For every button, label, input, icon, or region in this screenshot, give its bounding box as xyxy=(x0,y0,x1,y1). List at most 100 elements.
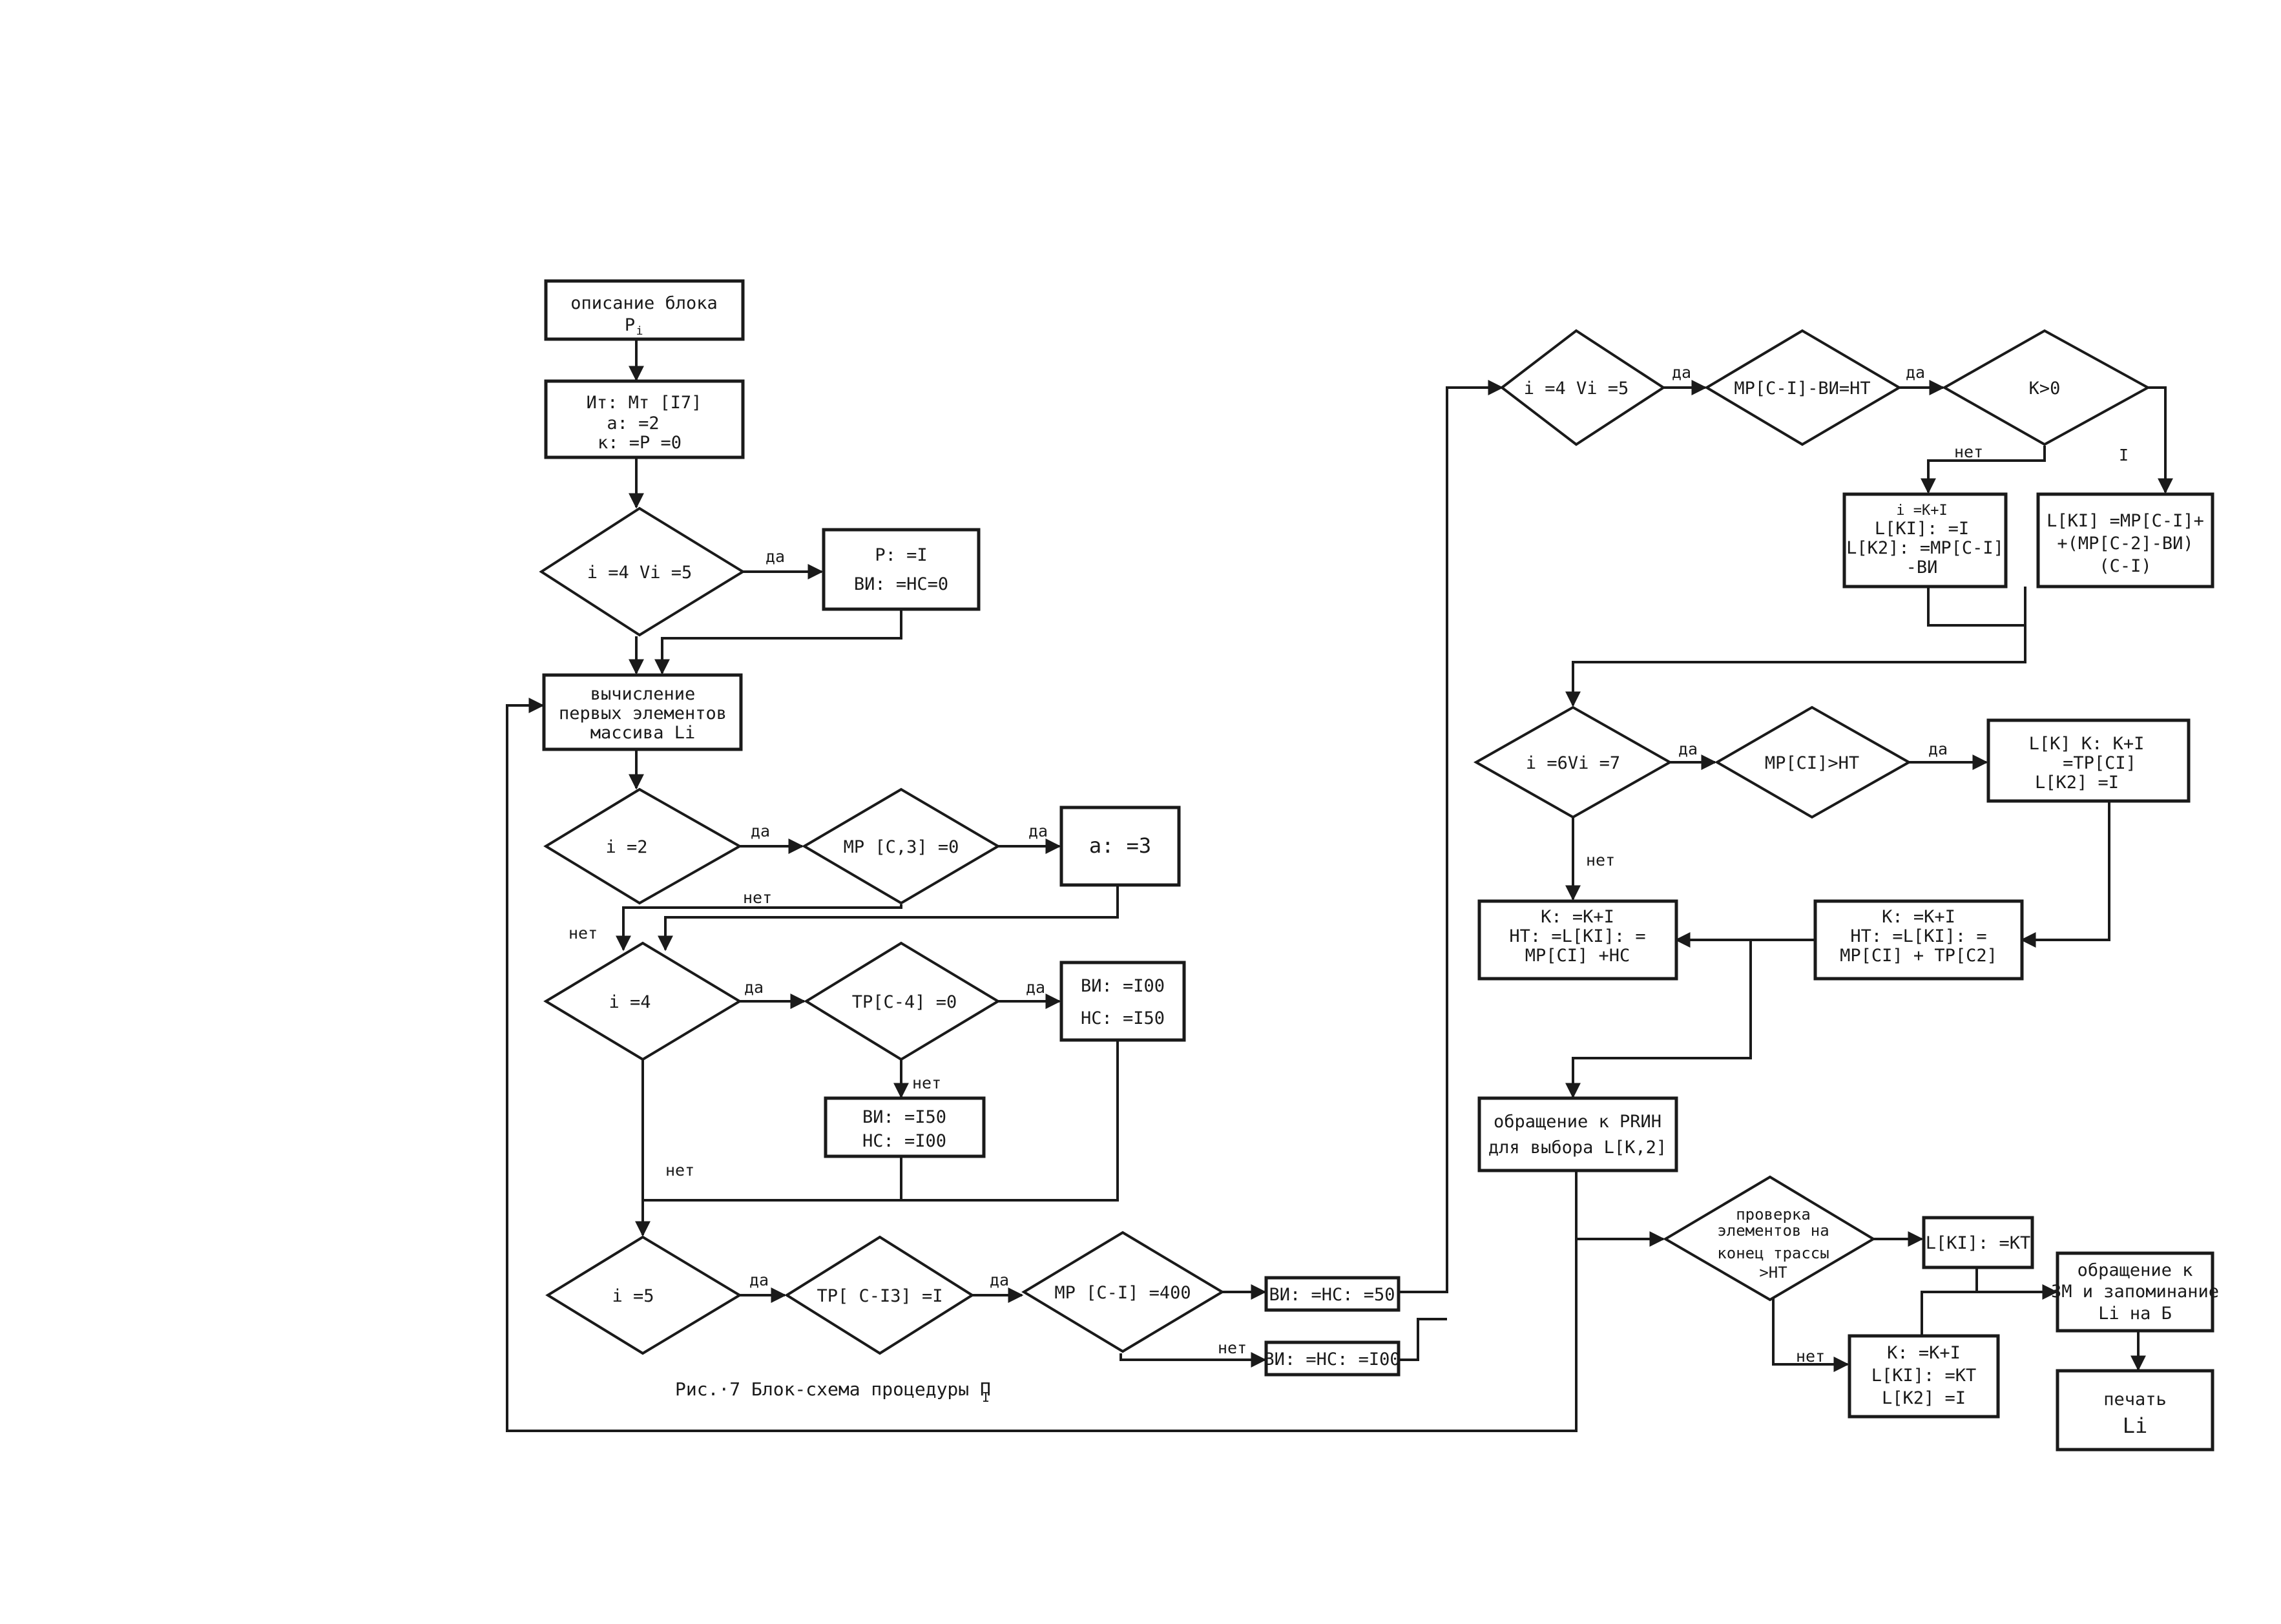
label-no-7: нет xyxy=(1586,851,1615,869)
svg-text:МР [С-I] =400: МР [С-I] =400 xyxy=(1054,1283,1191,1303)
svg-text:К>0: К>0 xyxy=(2029,379,2061,399)
k-nt-mid-box: К: =К+I НТ: =L[КI]: = МР[СI] + ТР[С2] xyxy=(1813,899,2024,981)
svg-text:ВИ: =НС: =I00: ВИ: =НС: =I00 xyxy=(1264,1349,1400,1369)
decision-mp-400: МР [С-I] =400 xyxy=(1021,1231,1225,1353)
svg-text:>НТ: >НТ xyxy=(1759,1264,1787,1282)
svg-text:описание блока: описание блока xyxy=(570,293,718,313)
svg-text:ВИ: =I50: ВИ: =I50 xyxy=(862,1107,946,1127)
label-no-2: нет xyxy=(568,924,598,942)
svg-text:L[КI] =МР[С-I]+: L[КI] =МР[С-I]+ xyxy=(2047,511,2204,531)
decision-tp-c13: ТР[ С-I3] =I xyxy=(784,1235,975,1355)
decision-mp-vi-nt: МР[С-I]-ВИ=НТ xyxy=(1704,329,1902,446)
svg-text:обращение к: обращение к xyxy=(2078,1260,2193,1280)
svg-text:I: I xyxy=(982,1390,990,1405)
svg-text:МР[СI] + ТР[С2]: МР[СI] + ТР[С2] xyxy=(1840,946,1997,966)
label-yes-10: да xyxy=(1678,740,1698,758)
label-no-1: нет xyxy=(743,888,772,907)
svg-text:к: =P =0: к: =P =0 xyxy=(598,433,682,453)
svg-text:ЗМ и запоминание: ЗМ и запоминание xyxy=(2051,1282,2219,1302)
a-set-box: a: =3 xyxy=(1059,806,1181,887)
svg-text:Рис.·7 Блок-схема процедуры П: Рис.·7 Блок-схема процедуры П xyxy=(675,1379,991,1400)
svg-text:i =4 Vi =5: i =4 Vi =5 xyxy=(1524,379,1629,399)
label-yes-8: да xyxy=(1672,363,1691,382)
svg-text:НС: =I00: НС: =I00 xyxy=(862,1131,946,1151)
svg-text:массива Li: массива Li xyxy=(590,723,696,743)
svg-text:для выбора L[К,2]: для выбора L[К,2] xyxy=(1488,1138,1667,1158)
svg-text:ВИ: =НС=0: ВИ: =НС=0 xyxy=(854,574,948,594)
svg-text:МР[С-I]-ВИ=НТ: МР[С-I]-ВИ=НТ xyxy=(1734,379,1870,399)
svg-text:i =5: i =5 xyxy=(612,1286,654,1306)
svg-text:МР[СI]>НТ: МР[СI]>НТ xyxy=(1765,753,1859,773)
svg-text:i =4 Vi =5: i =4 Vi =5 xyxy=(587,563,693,583)
init-box: Ит: Мт [I7] a: =2 к: =P =0 xyxy=(544,379,745,459)
edges xyxy=(506,339,1578,1432)
decision-k-gt-0: К>0 xyxy=(1941,329,2151,446)
svg-text:НТ: =L[КI]: =: НТ: =L[КI]: = xyxy=(1509,926,1645,946)
svg-text:ТР[С-4] =0: ТР[С-4] =0 xyxy=(852,992,957,1012)
svg-text:a: =2: a: =2 xyxy=(607,413,659,433)
svg-text:+(МР[С-2]-ВИ): +(МР[С-2]-ВИ) xyxy=(2057,534,2193,554)
vi-nc-100-box: ВИ: =НС: =I00 xyxy=(1264,1340,1401,1377)
svg-text:L[КI]: =КТ: L[КI]: =КТ xyxy=(1926,1233,2031,1253)
label-one: I xyxy=(2119,446,2129,464)
label-yes-11: да xyxy=(1928,740,1948,758)
svg-text:вычисление: вычисление xyxy=(590,684,696,704)
svg-text:обращение к PRИН: обращение к PRИН xyxy=(1494,1112,1661,1132)
call-and-store-box: обращение к ЗМ и запоминание Li на Б xyxy=(2051,1251,2219,1333)
svg-text:ВИ: =НС: =50: ВИ: =НС: =50 xyxy=(1269,1285,1395,1305)
svg-text:=ТР[СI]: =ТР[СI] xyxy=(2063,753,2136,773)
decision-i4-or-i5-right: i =4 Vi =5 xyxy=(1499,329,1666,446)
decision-check-trace-end: проверка элементов на конец трассы >НТ xyxy=(1663,1175,1876,1302)
svg-text:Li на Б: Li на Б xyxy=(2098,1304,2172,1324)
label-yes-7: да xyxy=(990,1271,1009,1289)
svg-text:элементов на: элементов на xyxy=(1717,1222,1829,1240)
svg-text:МР [С,3] =0: МР [С,3] =0 xyxy=(844,837,959,857)
decision-i2: i =2 xyxy=(543,787,743,905)
svg-text:L[К2] =I: L[К2] =I xyxy=(1882,1388,1966,1408)
label-yes-9: да xyxy=(1906,363,1925,382)
svg-text:конец трассы: конец трассы xyxy=(1717,1244,1829,1262)
svg-text:первых элементов: первых элементов xyxy=(559,703,727,724)
svg-text:К: =К+I: К: =К+I xyxy=(1882,907,1955,927)
vi-nc-100-150-box: ВИ: =I00 НС: =I50 xyxy=(1059,961,1186,1042)
decision-mp-c3: МР [С,3] =0 xyxy=(802,787,1001,905)
decision-i4: i =4 xyxy=(543,941,742,1061)
label-no-3: нет xyxy=(912,1074,941,1092)
label-yes-2: да xyxy=(751,822,770,840)
decision-i5: i =5 xyxy=(545,1235,742,1355)
svg-text:Li: Li xyxy=(2123,1413,2148,1438)
svg-text:L[К2] =I: L[К2] =I xyxy=(2035,773,2119,793)
svg-text:L[КI]: =I: L[КI]: =I xyxy=(1875,519,1969,539)
svg-text:L[К2]: =МР[С-I]: L[К2]: =МР[С-I] xyxy=(1846,538,2004,558)
svg-text:Ит: Мт [I7]: Ит: Мт [I7] xyxy=(587,393,702,413)
decision-i6-or-i7: i =6Vi =7 xyxy=(1473,705,1673,819)
decision-i4-or-i5-left: i =4 Vi =5 xyxy=(539,506,745,637)
svg-text:i =2: i =2 xyxy=(605,837,647,857)
p-set-box: P: =I ВИ: =НС=0 xyxy=(822,528,981,611)
svg-text:ТР[ С-I3] =I: ТР[ С-I3] =I xyxy=(817,1286,943,1306)
print-li-box: печать Li xyxy=(2056,1369,2214,1452)
edge-labels: да да да нет нет да да нет нет да да нет… xyxy=(568,363,2129,1366)
svg-text:печать: печать xyxy=(2103,1390,2167,1410)
svg-text:-ВИ: -ВИ xyxy=(1906,557,1938,578)
label-yes-5: да xyxy=(1026,978,1045,997)
svg-text:i =К+I: i =К+I xyxy=(1896,503,1947,519)
svg-text:P: =I: P: =I xyxy=(875,545,927,565)
decision-mp-ci-nt: МР[СI]>НТ xyxy=(1714,705,1912,819)
l-formula-box: L[КI] =МР[С-I]+ +(МР[С-2]-ВИ) (С-I) xyxy=(2036,492,2214,588)
svg-text:L[КI]: =КТ: L[КI]: =КТ xyxy=(1871,1366,1977,1386)
svg-text:НТ: =L[КI]: =: НТ: =L[КI]: = xyxy=(1850,926,1986,946)
svg-text:P: P xyxy=(625,315,635,335)
vi-nc-50-box: ВИ: =НС: =50 xyxy=(1264,1276,1401,1312)
svg-text:К: =К+I: К: =К+I xyxy=(1887,1343,1961,1363)
svg-text:(С-I): (С-I) xyxy=(2099,556,2151,576)
svg-text:проверка: проверка xyxy=(1736,1205,1811,1223)
label-yes-1: да xyxy=(766,547,785,566)
label-yes-4: да xyxy=(744,978,764,997)
svg-text:К: =К+I: К: =К+I xyxy=(1541,907,1614,927)
svg-text:a: =3: a: =3 xyxy=(1089,833,1151,858)
k-increment-box: i =К+I L[КI]: =I L[К2]: =МР[С-I] -ВИ xyxy=(1842,492,2008,588)
svg-text:ВИ: =I00: ВИ: =I00 xyxy=(1081,976,1165,996)
edges-right xyxy=(1565,380,2173,1372)
